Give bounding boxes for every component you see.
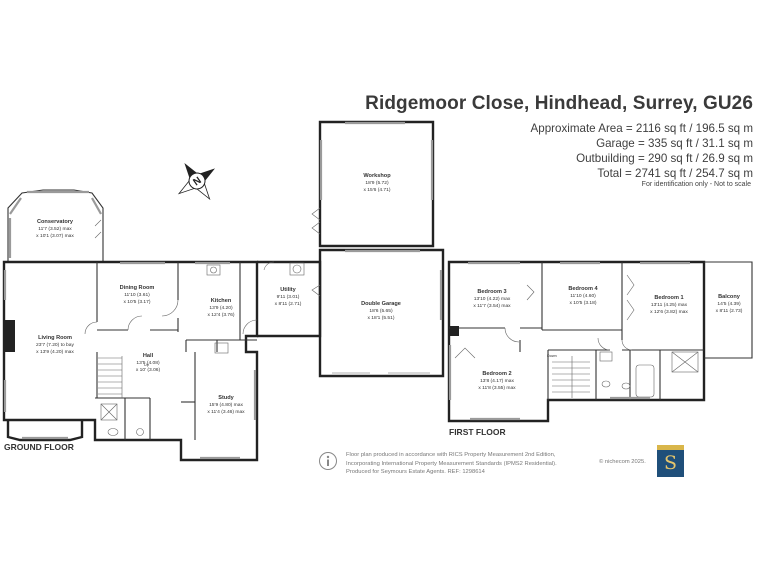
ground-floor-label: GROUND FLOOR bbox=[4, 442, 74, 452]
room-name: Bedroom 1 bbox=[654, 295, 683, 301]
room-name: Bedroom 4 bbox=[568, 286, 598, 292]
disclaimer-line: Produced for Seymours Estate Agents. REF… bbox=[346, 469, 485, 476]
stairs-up-label: Up bbox=[144, 363, 149, 367]
room-label-bedroom-1: Bedroom 1 13'11 (4.25) max x 12'6 (3.82)… bbox=[650, 295, 688, 315]
room-name: Bedroom 2 bbox=[482, 371, 511, 377]
room-dimension: 13'11 (4.25) max bbox=[651, 302, 688, 308]
room-dimension: 13'8 (4.17) max bbox=[480, 378, 514, 384]
room-label-study: Study 15'9 (4.80) max x 11'4 (3.46) max bbox=[207, 395, 245, 415]
room-name: Hall bbox=[143, 353, 154, 359]
room-dimension: x 12'4 (3.76) bbox=[207, 312, 234, 318]
room-dimension: x 12'6 (3.82) max bbox=[650, 309, 688, 315]
room-name: Bedroom 3 bbox=[477, 289, 506, 295]
area-summary: Approximate Area = 2116 sq ft / 196.5 sq… bbox=[531, 121, 753, 181]
room-dimension: 11'7 (3.52) max bbox=[38, 226, 72, 232]
logo-letter: S bbox=[663, 452, 678, 474]
room-name: Conservatory bbox=[37, 219, 74, 225]
info-icon bbox=[319, 452, 337, 470]
room-dimension: 23'7 (7.20) to bay bbox=[36, 342, 74, 348]
room-dimension: 13'9 (4.20) bbox=[209, 305, 233, 311]
room-label-double-garage: Double Garage 18'6 (5.65) x 18'1 (5.51) bbox=[361, 301, 401, 321]
room-dimension: x 15'6 (4.71) bbox=[363, 187, 390, 193]
garage-plan bbox=[311, 248, 445, 378]
room-label-workshop: Workshop 18'9 (5.72) x 15'6 (4.71) bbox=[363, 173, 391, 193]
area-line-garage: Garage = 335 sq ft / 31.1 sq m bbox=[596, 137, 753, 150]
workshop-plan bbox=[311, 120, 435, 248]
room-label-bedroom-4: Bedroom 4 11'10 (4.60) x 10'5 (3.18) bbox=[568, 286, 598, 306]
room-dimension: x 11'7 (3.54) max bbox=[473, 303, 511, 309]
logo-gold-strip bbox=[657, 445, 684, 450]
room-dimension: 14'5 (4.39) bbox=[717, 301, 741, 307]
room-name: Workshop bbox=[363, 173, 391, 179]
area-line-outbuilding: Outbuilding = 290 sq ft / 26.9 sq m bbox=[576, 152, 753, 165]
room-dimension: x 8'11 (2.73) bbox=[716, 308, 743, 314]
room-dimension: 18'9 (5.72) bbox=[365, 180, 389, 186]
room-dimension: x 10'5 (3.18) bbox=[569, 300, 596, 306]
room-name: Utility bbox=[280, 287, 296, 293]
room-dimension: x 8'11 (2.71) bbox=[275, 301, 302, 307]
area-line-total: Total = 2741 sq ft / 254.7 sq m bbox=[597, 167, 753, 180]
room-label-bedroom-3: Bedroom 3 13'10 (4.22) max x 11'7 (3.54)… bbox=[473, 289, 511, 309]
room-dimension: x 11'8 (3.55) max bbox=[478, 385, 516, 391]
room-label-hall: Hall 13'5 (4.08) x 10' (3.06) bbox=[136, 353, 161, 373]
room-name: Balcony bbox=[718, 294, 741, 300]
room-name: Double Garage bbox=[361, 301, 401, 307]
room-dimension: 13'5 (4.08) bbox=[136, 360, 160, 366]
room-dimension: x 10' (3.06) bbox=[136, 367, 161, 373]
room-dimension: 9'11 (3.01) bbox=[277, 294, 300, 300]
room-name: Study bbox=[218, 395, 234, 401]
room-label-utility: Utility 9'11 (3.01) x 8'11 (2.71) bbox=[275, 287, 302, 307]
disclaimer-line: Floor plan produced in accordance with R… bbox=[346, 452, 556, 458]
room-dimension: 18'6 (5.65) bbox=[369, 308, 393, 314]
room-label-conservatory: Conservatory 11'7 (3.52) max x 10'1 (3.0… bbox=[36, 219, 74, 239]
area-line-approximate: Approximate Area = 2116 sq ft / 196.5 sq… bbox=[530, 122, 753, 135]
rics-disclaimer: Floor plan produced in accordance with R… bbox=[346, 451, 557, 477]
first-floor-label: FIRST FLOOR bbox=[449, 427, 506, 437]
room-label-balcony: Balcony 14'5 (4.39) x 8'11 (2.73) bbox=[716, 294, 743, 314]
room-label-living-room: Living Room 23'7 (7.20) to bay x 13'9 (4… bbox=[36, 335, 74, 355]
disclaimer-line: Incorporating International Property Mea… bbox=[346, 460, 557, 467]
copyright-note: © nichecom 2025. bbox=[599, 459, 646, 465]
identification-note: For identification only - Not to scale bbox=[641, 181, 751, 188]
stairs-down-label: Down bbox=[547, 354, 557, 358]
room-dimension: x 11'4 (3.46) max bbox=[207, 409, 245, 415]
room-dimension: x 13'9 (4.20) max bbox=[36, 349, 74, 355]
room-dimension: 15'9 (4.80) max bbox=[209, 402, 243, 408]
room-label-bedroom-2: Bedroom 2 13'8 (4.17) max x 11'8 (3.55) … bbox=[478, 371, 516, 391]
page-title: Ridgemoor Close, Hindhead, Surrey, GU26 bbox=[365, 93, 753, 114]
room-label-kitchen: Kitchen 13'9 (4.20) x 12'4 (3.76) bbox=[207, 298, 234, 318]
room-dimension: x 10'1 (3.07) max bbox=[36, 233, 74, 239]
compass-icon: N bbox=[177, 162, 216, 201]
room-name: Living Room bbox=[38, 335, 72, 341]
seymours-logo: S bbox=[657, 445, 684, 477]
room-dimension: 11'10 (4.60) bbox=[570, 293, 596, 299]
room-dimension: x 18'1 (5.51) bbox=[367, 315, 394, 321]
room-name: Kitchen bbox=[211, 298, 232, 304]
first-floor-plan: Down bbox=[447, 260, 753, 423]
room-name: Dining Room bbox=[120, 285, 155, 291]
room-label-dining-room: Dining Room 11'10 (3.61) x 10'5 (3.17) bbox=[120, 285, 155, 305]
room-dimension: x 10'5 (3.17) bbox=[123, 299, 150, 305]
room-dimension: 11'10 (3.61) bbox=[124, 292, 150, 298]
room-dimension: 13'10 (4.22) max bbox=[474, 296, 511, 302]
